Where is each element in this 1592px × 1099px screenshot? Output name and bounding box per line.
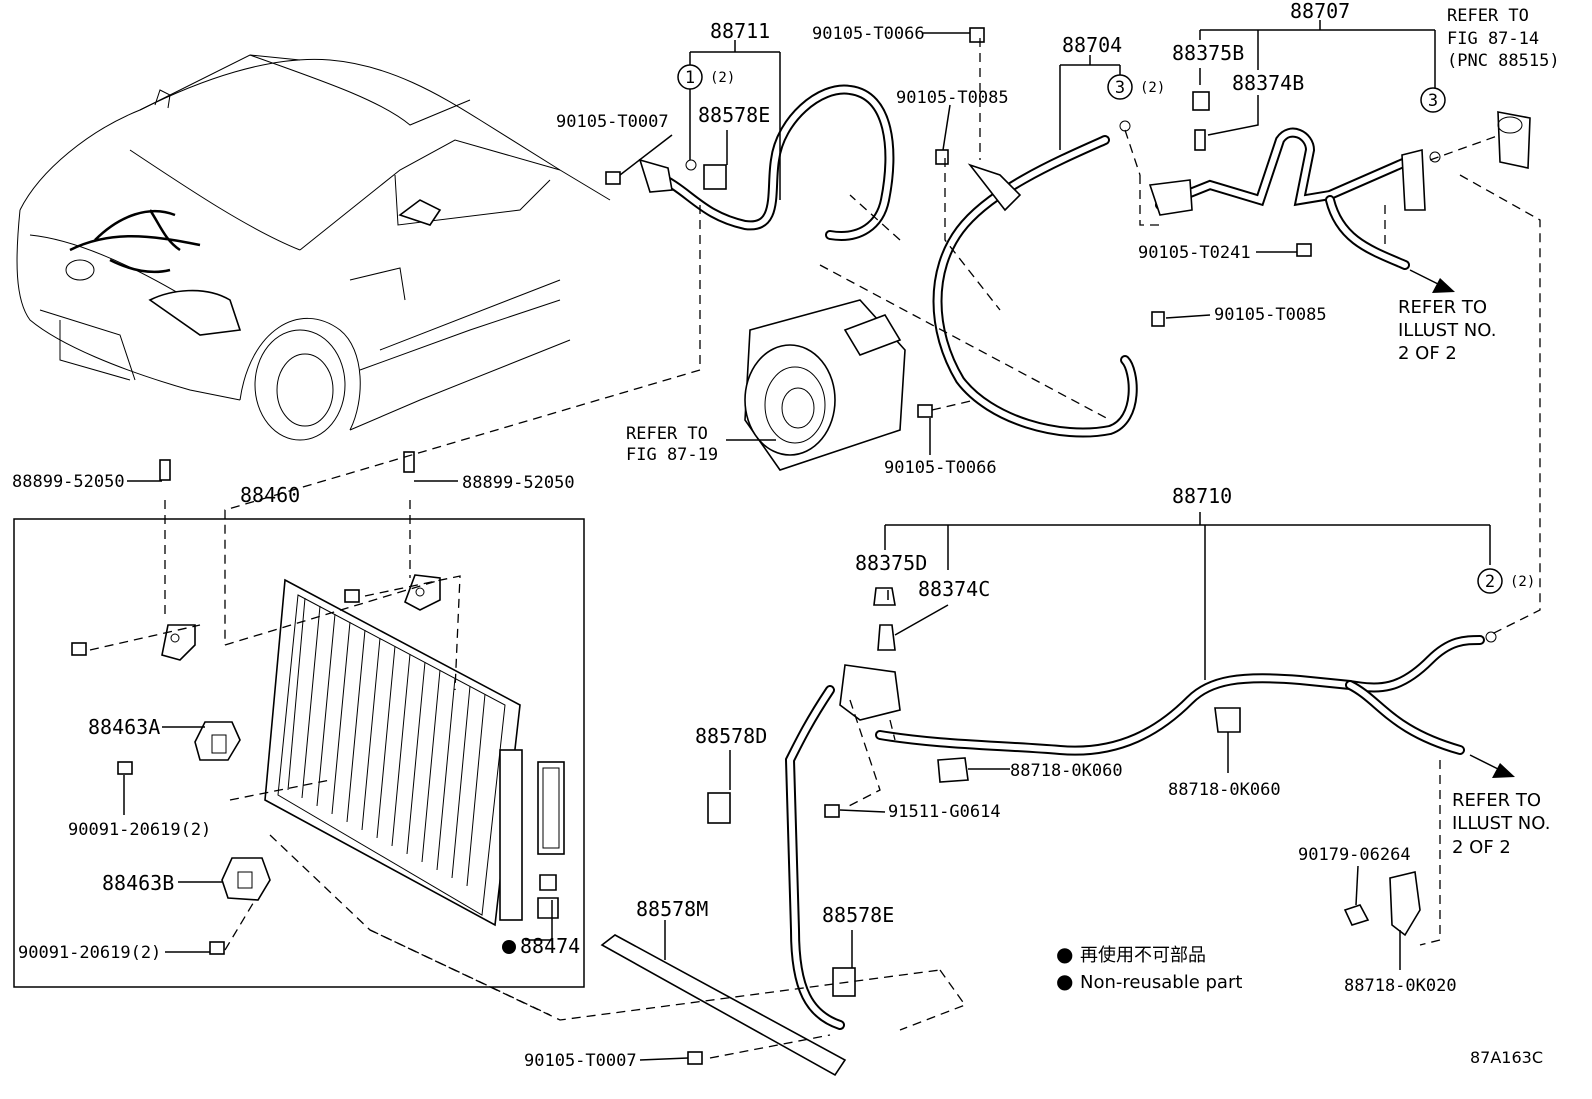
compressor [744, 299, 906, 471]
clamp-88718-0K060-a [937, 757, 969, 783]
hose-88711 [638, 84, 895, 241]
bracket-88463A [194, 721, 241, 761]
nut-90179-06264 [1343, 904, 1370, 926]
legend-bullet-jp: ● [1056, 942, 1073, 966]
label-refer-illust-a-l1: REFER TO [1398, 297, 1487, 318]
label-refer-illust-b-l3: 2 OF 2 [1452, 837, 1511, 858]
label-90105-T0241: 90105-T0241 [1138, 243, 1251, 263]
condenser-bolts [71, 451, 559, 955]
label-91511-G0614: 91511-G0614 [888, 802, 1001, 822]
callout-2-qty: (2) [1510, 574, 1535, 590]
label-88718-0K020: 88718-0K020 [1344, 976, 1457, 996]
label-refer-fig-87-14-l3: (PNC 88515) [1447, 51, 1560, 71]
legend-text-en: Non-reusable part [1080, 972, 1242, 993]
label-refer-illust-a-l2: ILLUST NO. [1398, 320, 1496, 341]
clamp-88718-0K060-b [1214, 707, 1241, 733]
callout-3b-num: 3 [1428, 91, 1438, 111]
legend-text-jp: 再使用不可部品 [1080, 945, 1206, 966]
label-refer-fig-87-14-l2: FIG 87-14 [1447, 29, 1539, 49]
pipe-88707 [1148, 91, 1426, 270]
label-refer-fig-87-14-l1: REFER TO [1447, 6, 1529, 26]
expansion-valve [1497, 111, 1531, 169]
label-88710: 88710 [1172, 484, 1232, 508]
label-88707: 88707 [1290, 0, 1350, 23]
callout-3a-num: 3 [1115, 78, 1125, 98]
label-90091-20619-b: 90091-20619(2) [18, 943, 161, 963]
label-90105-T0066-bottom: 90105-T0066 [884, 458, 997, 478]
label-refer-illust-b-l2: ILLUST NO. [1452, 813, 1550, 834]
condenser-bracket-upper-right [404, 574, 441, 611]
arrow-refer-a [1409, 269, 1455, 293]
label-88578E-top: 88578E [698, 103, 770, 127]
leader-lines [123, 20, 1491, 1061]
condenser-bracket-upper-left [161, 624, 196, 661]
callout-3b: 3 [1420, 87, 1446, 163]
callout-3a-qty: (2) [1140, 80, 1165, 96]
label-88718-0K060-b: 88718-0K060 [1168, 780, 1281, 800]
label-88474: 88474 [520, 934, 580, 958]
bar-88578M [600, 934, 847, 1077]
label-88704: 88704 [1062, 33, 1122, 57]
pad-88578D [707, 792, 731, 824]
part-labels: 88711 90105-T0066 88704 88707 REFER TO F… [12, 0, 1560, 1071]
label-88374B: 88374B [1232, 71, 1304, 95]
label-88374C: 88374C [918, 577, 990, 601]
label-88718-0K060-a: 88718-0K060 [1010, 761, 1123, 781]
bracket-88718-0K020 [1389, 871, 1421, 937]
condenser-core [264, 578, 565, 927]
legend: ● 再使用不可部品 ● Non-reusable part [1056, 942, 1242, 993]
diagram-code: 87A163C [1470, 1048, 1543, 1067]
label-90091-20619-a: 90091-20619(2) [68, 820, 211, 840]
callout-1: 1 (2) [677, 64, 735, 171]
bracket-88463B [221, 857, 271, 901]
label-refer-illust-a-l3: 2 OF 2 [1398, 343, 1457, 364]
callout-1-qty: (2) [710, 70, 735, 86]
callout-2: 2 (2) [1477, 568, 1535, 643]
label-88578D: 88578D [695, 724, 767, 748]
dashed-guide-lines [89, 38, 1541, 1059]
legend-bullet-en: ● [1056, 969, 1073, 993]
label-88375B: 88375B [1172, 41, 1244, 65]
label-88578E-bottom: 88578E [822, 903, 894, 927]
label-88375D: 88375D [855, 551, 927, 575]
vehicle-illustration [16, 54, 611, 441]
label-88899-52050-left: 88899-52050 [12, 472, 125, 492]
label-90179-06264: 90179-06264 [1298, 845, 1411, 865]
label-refer-fig-87-19-l2: FIG 87-19 [626, 445, 718, 465]
label-88899-52050-right: 88899-52050 [462, 473, 575, 493]
label-refer-fig-87-19-l1: REFER TO [626, 424, 708, 444]
callout-1-num: 1 [685, 68, 695, 88]
condenser-assembly-box [13, 518, 585, 988]
label-88463A: 88463A [88, 715, 160, 739]
label-90105-T0007-top: 90105-T0007 [556, 112, 669, 132]
callout-2-num: 2 [1485, 572, 1495, 592]
label-88578M: 88578M [636, 897, 708, 921]
label-90105-T0085-right: 90105-T0085 [1214, 305, 1327, 325]
non-reusable-dot-88474 [502, 940, 516, 954]
label-90105-T0066-top: 90105-T0066 [812, 24, 925, 44]
label-88711: 88711 [710, 19, 770, 43]
label-refer-illust-b-l1: REFER TO [1452, 790, 1541, 811]
label-90105-T0085-top: 90105-T0085 [896, 88, 1009, 108]
label-88460: 88460 [240, 483, 300, 507]
label-90105-T0007-bottom: 90105-T0007 [524, 1051, 637, 1071]
pipe-88710 [784, 587, 1485, 1030]
label-88463B: 88463B [102, 871, 174, 895]
callout-3a: 3 (2) [1107, 74, 1165, 132]
arrow-refer-b [1469, 754, 1515, 778]
hose-88704 [932, 135, 1138, 438]
